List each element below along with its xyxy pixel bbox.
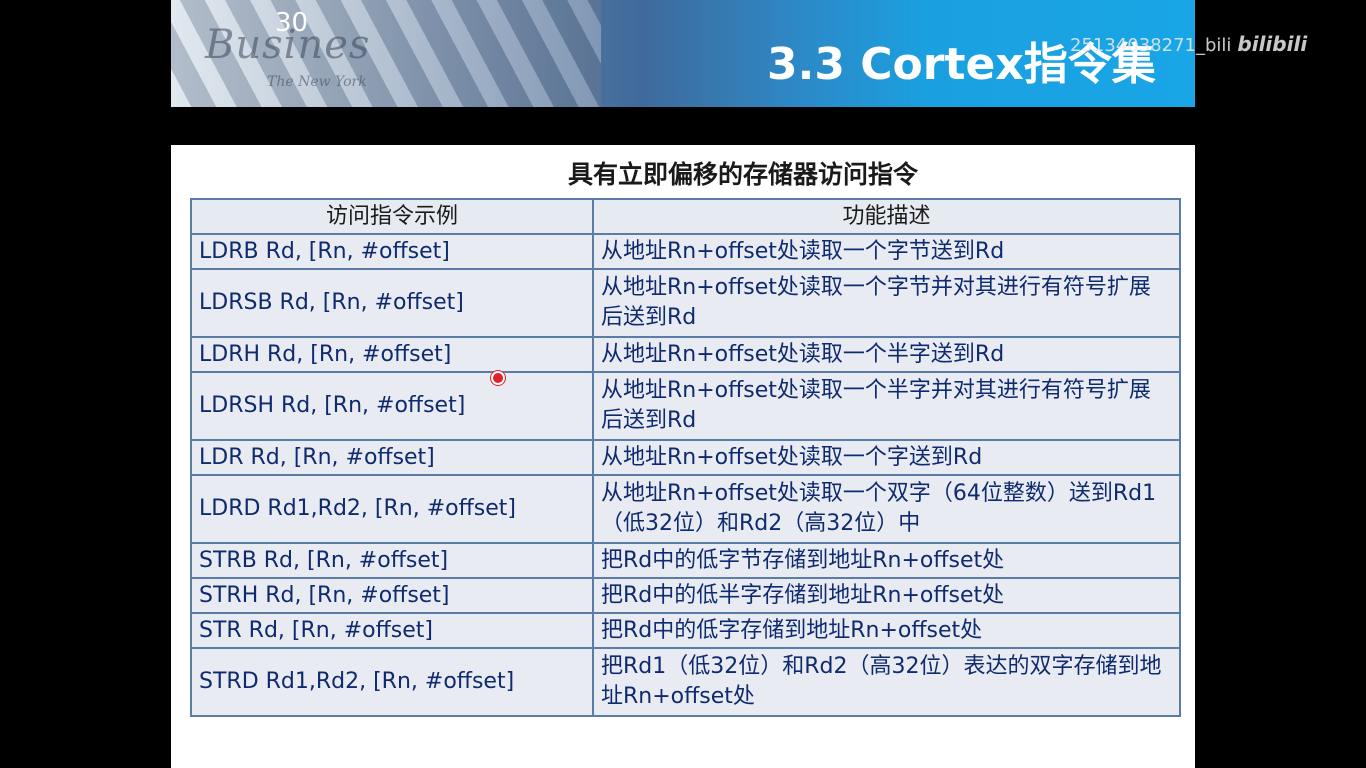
instruction-cell: LDRH Rd, [Rn, #offset]: [190, 336, 594, 373]
newspaper-keyboard-image: [171, 0, 601, 107]
page-number: 30: [275, 8, 309, 38]
table-row: LDRH Rd, [Rn, #offset] 从地址Rn+offset处读取一个…: [190, 336, 1181, 373]
table-row: STR Rd, [Rn, #offset] 把Rd中的低字存储到地址Rn+off…: [190, 612, 1181, 649]
column-header-instruction: 访问指令示例: [190, 198, 594, 235]
table-row: LDRD Rd1,Rd2, [Rn, #offset] 从地址Rn+offset…: [190, 474, 1181, 544]
instruction-cell: STRB Rd, [Rn, #offset]: [190, 542, 594, 579]
description-cell: 从地址Rn+offset处读取一个字节送到Rd: [592, 233, 1181, 270]
instruction-table: 访问指令示例 功能描述 LDRB Rd, [Rn, #offset] 从地址Rn…: [190, 198, 1181, 717]
table-row: STRB Rd, [Rn, #offset] 把Rd中的低字节存储到地址Rn+o…: [190, 542, 1181, 579]
banner-newspaper-text: Busines: [205, 22, 371, 68]
instruction-cell: LDRD Rd1,Rd2, [Rn, #offset]: [190, 474, 594, 544]
instruction-cell: LDR Rd, [Rn, #offset]: [190, 439, 594, 476]
description-cell: 把Rd中的低字存储到地址Rn+offset处: [592, 612, 1181, 649]
laser-pointer-cursor-icon: [491, 371, 505, 385]
instruction-cell: STRH Rd, [Rn, #offset]: [190, 577, 594, 614]
description-cell: 把Rd中的低半字存储到地址Rn+offset处: [592, 577, 1181, 614]
table-row: LDRSB Rd, [Rn, #offset] 从地址Rn+offset处读取一…: [190, 268, 1181, 338]
bilibili-logo-icon: bilibili: [1237, 32, 1308, 56]
table-row: LDR Rd, [Rn, #offset] 从地址Rn+offset处读取一个字…: [190, 439, 1181, 476]
slide-title: 3.3 Cortex指令集: [767, 39, 1156, 90]
column-header-description: 功能描述: [592, 198, 1181, 235]
table-row: LDRB Rd, [Rn, #offset] 从地址Rn+offset处读取一个…: [190, 233, 1181, 270]
description-cell: 把Rd1（低32位）和Rd2（高32位）表达的双字存储到地址Rn+offset处: [592, 647, 1181, 717]
table-header-row: 访问指令示例 功能描述: [190, 198, 1181, 235]
table-title: 具有立即偏移的存储器访问指令: [567, 160, 918, 189]
slide-body: 具有立即偏移的存储器访问指令 访问指令示例 功能描述 LDRB Rd, [Rn,…: [171, 145, 1195, 768]
instruction-cell: LDRB Rd, [Rn, #offset]: [190, 233, 594, 270]
table-row: STRD Rd1,Rd2, [Rn, #offset] 把Rd1（低32位）和R…: [190, 647, 1181, 717]
instruction-cell: STRD Rd1,Rd2, [Rn, #offset]: [190, 647, 594, 717]
slide-header-banner: Busines The New York: [171, 0, 1195, 107]
description-cell: 把Rd中的低字节存储到地址Rn+offset处: [592, 542, 1181, 579]
watermark-id: 25134038271_bili: [1070, 35, 1232, 56]
banner-newspaper-subtext: The New York: [267, 74, 367, 90]
table-row: STRH Rd, [Rn, #offset] 把Rd中的低半字存储到地址Rn+o…: [190, 577, 1181, 614]
description-cell: 从地址Rn+offset处读取一个双字（64位整数）送到Rd1（低32位）和Rd…: [592, 474, 1181, 544]
instruction-cell: STR Rd, [Rn, #offset]: [190, 612, 594, 649]
instruction-cell: LDRSB Rd, [Rn, #offset]: [190, 268, 594, 338]
description-cell: 从地址Rn+offset处读取一个半字并对其进行有符号扩展后送到Rd: [592, 371, 1181, 441]
description-cell: 从地址Rn+offset处读取一个字节并对其进行有符号扩展后送到Rd: [592, 268, 1181, 338]
instruction-cell: LDRSH Rd, [Rn, #offset]: [190, 371, 594, 441]
table-row: LDRSH Rd, [Rn, #offset] 从地址Rn+offset处读取一…: [190, 371, 1181, 441]
description-cell: 从地址Rn+offset处读取一个半字送到Rd: [592, 336, 1181, 373]
description-cell: 从地址Rn+offset处读取一个字送到Rd: [592, 439, 1181, 476]
